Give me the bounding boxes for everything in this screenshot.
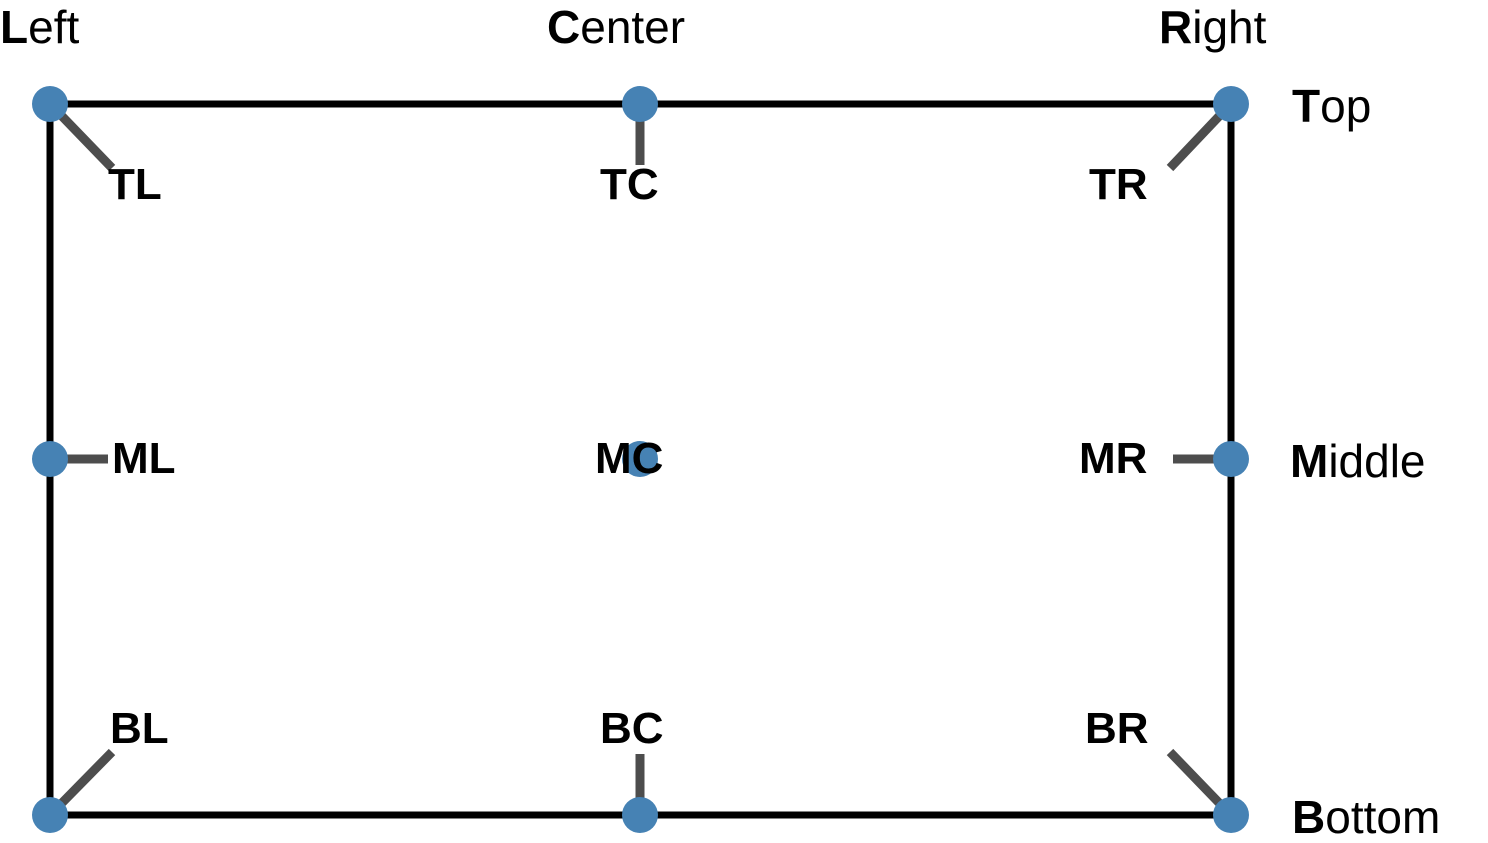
axis-label-right-initial: R (1159, 1, 1193, 53)
node-dot-tl[interactable] (32, 86, 68, 122)
axis-label-bottom-rest: ottom (1325, 791, 1441, 843)
axis-label-middle-initial: M (1290, 435, 1329, 487)
axis-label-right-rest: ight (1192, 1, 1267, 53)
axis-label-left-rest: eft (28, 1, 80, 53)
axis-label-middle-rest: iddle (1328, 435, 1426, 487)
node-dot-mc[interactable] (622, 441, 658, 477)
node-label-mc: MC (595, 434, 664, 483)
node-dot-tc[interactable] (622, 86, 658, 122)
node-dot-ml[interactable] (32, 441, 68, 477)
connector-br (1166, 748, 1229, 813)
axis-label-left-initial: L (0, 1, 29, 53)
axis-label-bottom-initial: B (1292, 791, 1326, 843)
connector-tl (52, 106, 116, 172)
axis-label-center-initial: C (547, 1, 581, 53)
connector-tr (1166, 106, 1229, 172)
node-label-tr: TR (1089, 160, 1148, 209)
axis-label-middle: Middle (1290, 438, 1426, 484)
node-label-bc: BC (600, 704, 664, 753)
axis-label-top-initial: T (1292, 80, 1321, 132)
axis-label-top-rest: op (1320, 80, 1372, 132)
node-dot-bl[interactable] (32, 797, 68, 833)
axis-label-top: Top (1292, 83, 1371, 129)
axis-label-left: Left (0, 4, 79, 50)
node-dot-br[interactable] (1213, 797, 1249, 833)
node-dot-mr[interactable] (1213, 441, 1249, 477)
axis-label-center: Center (547, 4, 685, 50)
axis-label-center-rest: enter (580, 1, 686, 53)
node-dot-bc[interactable] (622, 797, 658, 833)
node-label-br: BR (1085, 704, 1149, 753)
node-dot-tr[interactable] (1213, 86, 1249, 122)
node-label-ml: ML (112, 434, 176, 483)
node-label-bl: BL (110, 704, 169, 753)
connector-bl (52, 748, 116, 813)
axis-label-bottom: Bottom (1292, 794, 1440, 840)
node-label-tl: TL (108, 160, 162, 209)
axis-label-right: Right (1159, 4, 1266, 50)
node-label-mr: MR (1079, 434, 1148, 483)
node-label-tc: TC (600, 160, 659, 209)
node-dot-group (32, 86, 1249, 833)
